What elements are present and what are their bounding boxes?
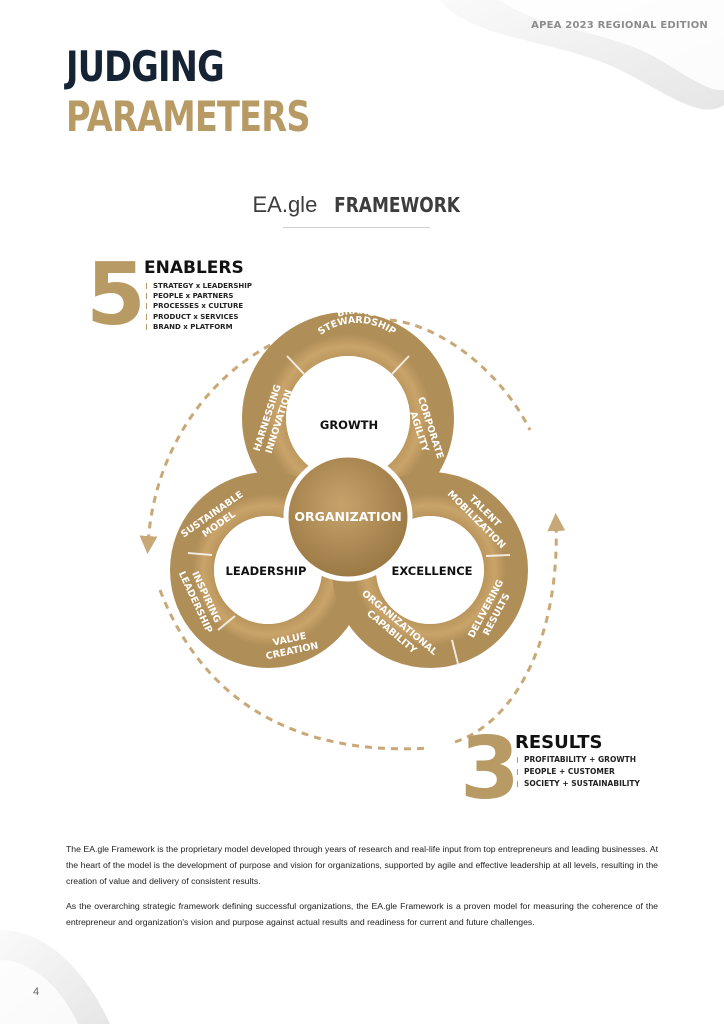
enabler-item: STRATEGY x LEADERSHIP	[146, 281, 252, 291]
enabler-item: PROCESSES x CULTURE	[146, 301, 252, 311]
result-item: PEOPLE + CUSTOMER	[517, 766, 640, 778]
center-label: ORGANIZATION	[294, 509, 401, 524]
body-paragraph-2: As the overarching strategic framework d…	[66, 901, 658, 927]
enablers-heading: ENABLERS	[144, 258, 244, 278]
body-paragraph-1: The EA.gle Framework is the proprietary …	[66, 844, 658, 886]
edition-label: APEA 2023 REGIONAL EDITION	[531, 20, 708, 31]
ring-label-excellence: EXCELLENCE	[391, 564, 472, 578]
cycle-arrow-bottom	[158, 589, 431, 751]
page-title-line-1: JUDGING	[66, 42, 225, 91]
results-number: 3	[460, 719, 520, 819]
ring-label-leadership: LEADERSHIP	[226, 564, 307, 578]
cycle-arrow-top	[389, 318, 532, 431]
results-heading: RESULTS	[515, 732, 603, 753]
cycle-arrow-left	[139, 318, 371, 554]
result-item: SOCIETY + SUSTAINABILITY	[517, 778, 640, 790]
cycle-arrow-right	[454, 513, 566, 744]
framework-title-bold: FRAMEWORK	[334, 193, 461, 217]
result-item: PROFITABILITY + GROWTH	[517, 754, 640, 766]
segment-label: BRAND	[336, 306, 378, 320]
ring-label-growth: GROWTH	[320, 418, 378, 432]
center-organization	[283, 452, 413, 582]
enablers-list: STRATEGY x LEADERSHIP PEOPLE x PARTNERS …	[146, 281, 252, 332]
page-title-line-2: PARAMETERS	[66, 92, 311, 141]
framework-title-light: EA.gle	[252, 192, 324, 217]
enabler-item: PEOPLE x PARTNERS	[146, 291, 252, 301]
framework-title: EA.gle FRAMEWORK	[0, 192, 724, 218]
enablers-number: 5	[86, 245, 146, 345]
page-number: 4	[33, 986, 40, 998]
results-list: PROFITABILITY + GROWTH PEOPLE + CUSTOMER…	[517, 754, 640, 790]
enabler-item: PRODUCT x SERVICES	[146, 312, 252, 322]
framework-title-divider	[283, 227, 430, 228]
enabler-item: BRAND x PLATFORM	[146, 322, 252, 332]
